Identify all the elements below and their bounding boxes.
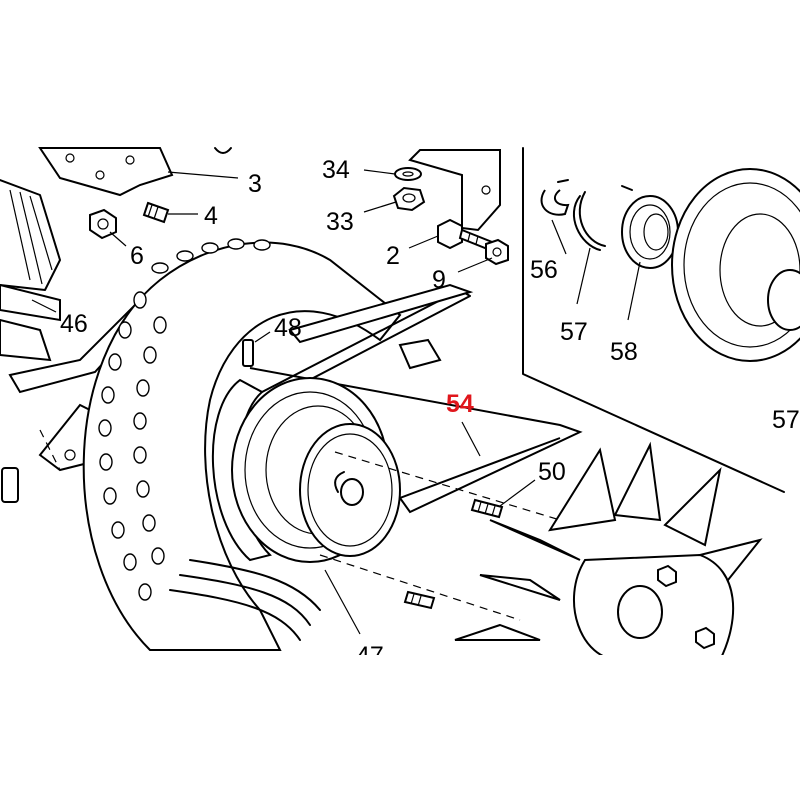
nut-part-9	[485, 238, 509, 266]
pulley-part-47	[231, 377, 401, 563]
stud-part-50	[403, 498, 504, 610]
inset-detail	[522, 147, 800, 493]
stud-part-48	[242, 339, 254, 367]
leader-lines	[31, 169, 641, 635]
callout-33: 33	[326, 208, 354, 236]
callout-57-right: 57	[772, 406, 800, 434]
callout-4: 4	[204, 202, 218, 230]
callout-9: 9	[432, 266, 446, 294]
left-fan-fragment	[0, 179, 61, 322]
callout-2: 2	[386, 242, 400, 270]
nut-part-6	[89, 208, 117, 240]
callout-48: 48	[274, 314, 302, 342]
callout-58: 58	[610, 338, 638, 366]
alignment-dashes	[319, 451, 561, 621]
callout-54-highlighted: 54	[446, 390, 474, 418]
callout-labels: 3 4 6 46 34 33 2 9 48 56 57 58 57 54 50 …	[60, 156, 800, 670]
belt-top-strip	[288, 283, 474, 370]
callout-46: 46	[60, 310, 88, 338]
callout-57-upper: 57	[560, 318, 588, 346]
washer-part-34	[394, 167, 422, 181]
bottom-blank-area	[0, 655, 800, 800]
callout-56: 56	[530, 256, 558, 284]
callout-3: 3	[248, 170, 262, 198]
perforated-shroud	[82, 238, 402, 651]
bracket-part-3	[38, 147, 232, 197]
set-screw-part-4	[142, 201, 170, 224]
callout-6: 6	[130, 242, 144, 270]
callout-34: 34	[322, 156, 350, 184]
callout-50: 50	[538, 458, 566, 486]
bracket-top-middle	[408, 149, 501, 232]
nut-part-33	[392, 186, 426, 212]
fan-impeller	[454, 441, 763, 661]
